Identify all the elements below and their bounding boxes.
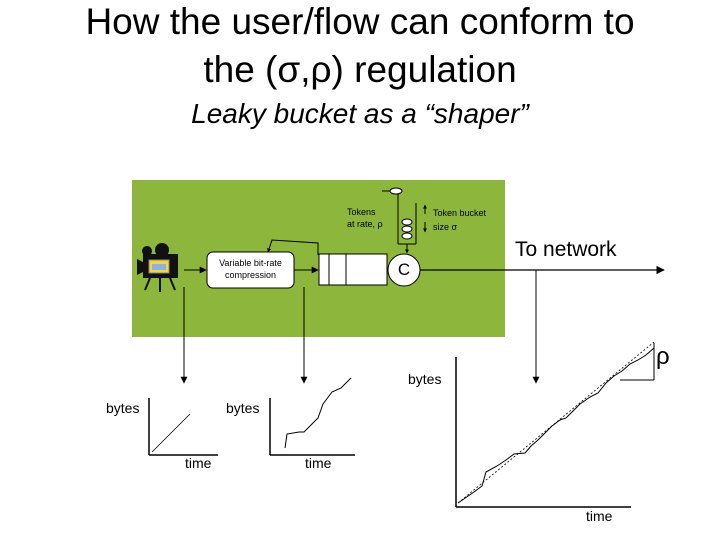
- capacity-label: C: [397, 260, 411, 279]
- left-graph: [148, 398, 218, 456]
- compression-label-line2: compression: [224, 270, 277, 280]
- subtitle: Leaky bucket as a “shaper”: [191, 98, 529, 129]
- token-bucket-label: Token bucket: [433, 208, 487, 218]
- tokens-label: Tokens: [347, 207, 376, 217]
- video-camera-icon: [137, 243, 178, 292]
- right-graph: [455, 341, 655, 508]
- right-graph-ylabel: bytes: [408, 371, 442, 387]
- title-line-1: How the user/flow can conform to: [85, 1, 635, 42]
- middle-graph-xlabel: time: [305, 455, 332, 471]
- to-network-label: To network: [515, 238, 617, 261]
- left-graph-xlabel: time: [185, 455, 212, 471]
- bucket-size-label: size σ: [433, 222, 458, 232]
- rho-slope-label: ρ: [656, 343, 670, 370]
- feedback-arrow: [267, 239, 319, 255]
- middle-graph-ylabel: bytes: [226, 400, 260, 416]
- left-graph-ylabel: bytes: [106, 400, 140, 416]
- token-bucket: [382, 187, 427, 254]
- packet-queue: [318, 253, 388, 286]
- token-rate-label: at rate, ρ: [347, 219, 383, 229]
- middle-graph: [269, 377, 355, 456]
- compression-label-line1: Variable bit-rate: [219, 258, 282, 268]
- right-graph-xlabel: time: [586, 508, 613, 524]
- title-line-2: the (σ,ρ) regulation: [203, 49, 517, 90]
